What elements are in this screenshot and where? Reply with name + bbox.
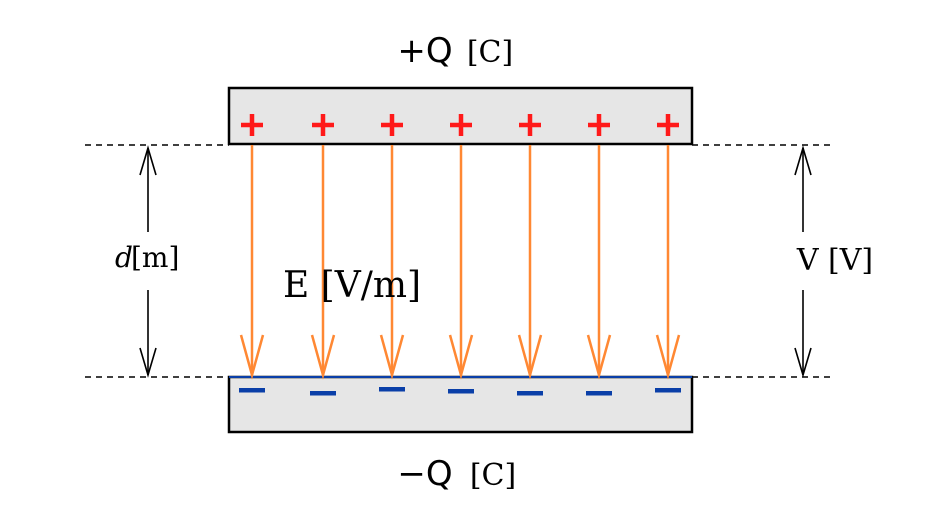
field-line-arrow [448, 145, 474, 380]
minus-charge-icon [310, 391, 336, 396]
plus-charge-icon: + [519, 114, 541, 136]
voltage-arrow [794, 145, 812, 378]
field-line-arrow [586, 145, 612, 380]
top-charge-unit: [C] [467, 35, 513, 70]
minus-charge-icon [586, 391, 612, 396]
minus-charge-icon [239, 388, 265, 393]
plus-charge-icon: + [588, 114, 610, 136]
plus-charge-icon: + [381, 114, 403, 136]
bottom-charge-label: −Q [397, 454, 452, 494]
distance-arrow [139, 145, 157, 378]
minus-charge-icon [448, 389, 474, 394]
top-charge-label: +Q [397, 31, 452, 71]
minus-charge-icon [379, 387, 405, 392]
plus-charge-icon: + [312, 114, 334, 136]
plus-charge-icon: + [241, 114, 263, 136]
negative-plate [227, 375, 694, 434]
voltage-label: V [V] [796, 243, 873, 278]
bottom-charge-unit: [C] [470, 458, 516, 493]
plus-charge-icon: + [450, 114, 472, 136]
field-line-arrow [379, 145, 405, 380]
field-label: E [V/m] [283, 265, 421, 306]
plus-charge-icon: + [657, 114, 679, 136]
reference-lines [85, 144, 835, 378]
field-line-arrow [655, 145, 681, 380]
field-line-arrow [239, 145, 265, 380]
minus-charge-icon [517, 391, 543, 396]
field-line-arrow [517, 145, 543, 380]
minus-charge-icon [655, 388, 681, 393]
field-line-arrow [310, 145, 336, 380]
distance-unit: [m] [131, 241, 179, 274]
distance-label: d [115, 241, 133, 274]
